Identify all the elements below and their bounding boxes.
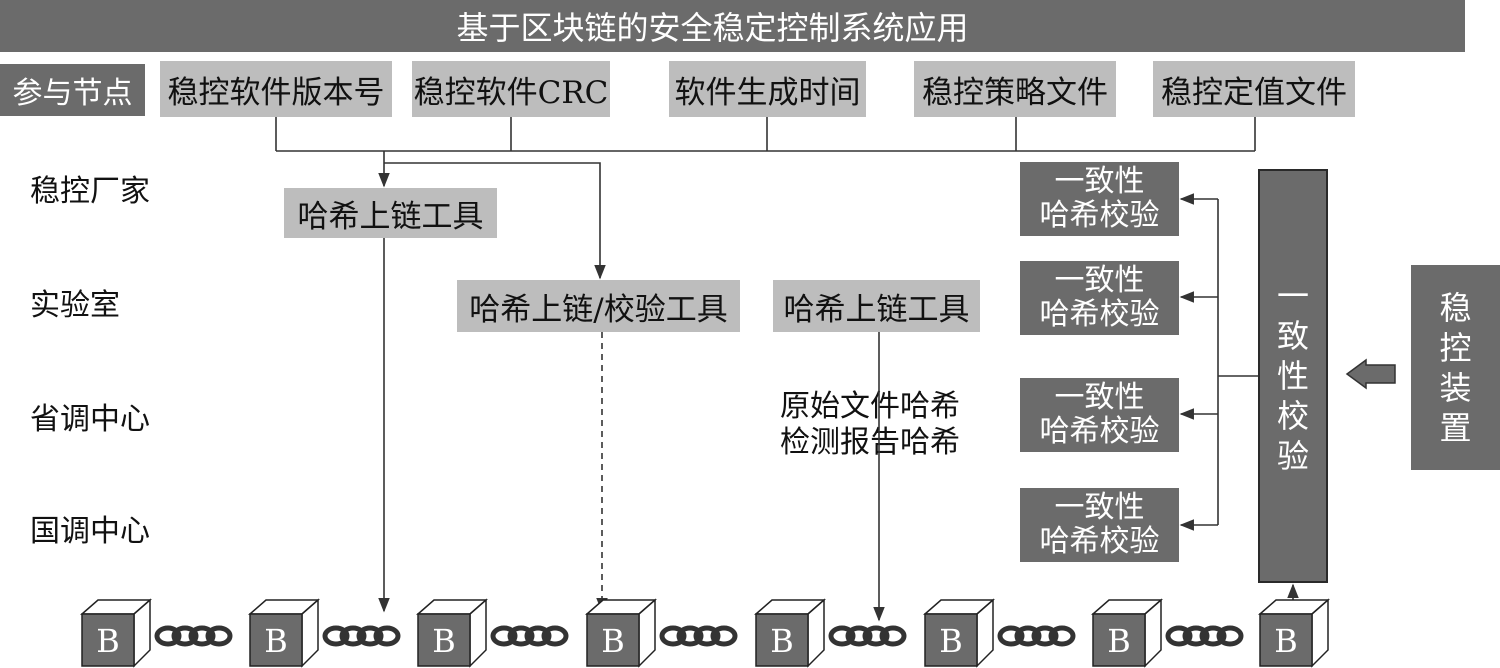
lab-hash-upload-verify-tool: 哈希上链/校验工具	[457, 280, 740, 332]
block-label: B	[96, 622, 120, 660]
column-char: 一	[1276, 277, 1309, 315]
chain-link-icon	[322, 625, 401, 647]
lab-hash-upload-tool: 哈希上链工具	[773, 280, 980, 332]
role-provincial: 省调中心	[30, 402, 150, 437]
consistency-box-line1: 一致性	[1054, 263, 1145, 298]
block-label: B	[432, 622, 456, 660]
consistency-box-line2: 哈希校验	[1039, 414, 1160, 449]
consistency-check-box-provincial: 一致性 哈希校验	[1020, 378, 1179, 452]
chain-link-icon	[997, 625, 1076, 647]
device-char: 置	[1439, 408, 1472, 447]
consistency-distribution	[1217, 199, 1258, 525]
block-label: B	[1107, 622, 1131, 660]
consistency-check-box-vendor: 一致性 哈希校验	[1020, 162, 1179, 236]
participants-label: 参与节点	[0, 64, 145, 116]
block-label: B	[939, 622, 963, 660]
block-icon: B	[585, 598, 657, 668]
consistency-box-line2: 哈希校验	[1039, 297, 1160, 332]
block-icon: B	[754, 598, 826, 668]
chain-link-icon	[490, 625, 569, 647]
consistency-box-line1: 一致性	[1054, 380, 1145, 415]
chain-link-icon	[828, 625, 907, 647]
header-crc: 稳控软件CRC	[412, 61, 610, 117]
block-label: B	[770, 622, 794, 660]
chain-link-icon	[659, 625, 738, 647]
column-char: 验	[1276, 437, 1309, 475]
role-vendor: 稳控厂家	[30, 174, 150, 209]
consistency-box-line1: 一致性	[1054, 490, 1145, 525]
page-title: 基于区块链的安全稳定控制系统应用	[0, 0, 1465, 52]
block-icon: B	[1258, 598, 1330, 668]
arrow-to-lab-tool	[384, 162, 606, 280]
header-strategy-file: 稳控策略文件	[914, 61, 1116, 117]
block-label: B	[264, 622, 288, 660]
block-icon: B	[416, 598, 488, 668]
column-char: 性	[1276, 357, 1309, 395]
column-char: 校	[1276, 397, 1309, 435]
role-national: 国调中心	[30, 514, 150, 549]
consistency-box-line2: 哈希校验	[1039, 198, 1160, 233]
device-char: 控	[1439, 328, 1472, 367]
chain-link-icon	[1165, 625, 1244, 647]
role-lab: 实验室	[30, 288, 120, 323]
device-char: 装	[1439, 368, 1472, 407]
device-to-column-arrow	[1345, 358, 1396, 390]
consistency-box-line2: 哈希校验	[1039, 524, 1160, 559]
consistency-check-column: 一 致 性 校 验	[1258, 169, 1328, 583]
block-label: B	[601, 622, 625, 660]
consistency-box-line1: 一致性	[1054, 164, 1145, 199]
header-bus	[275, 117, 1256, 152]
header-version: 稳控软件版本号	[160, 61, 392, 117]
vendor-hash-upload-tool: 哈希上链工具	[284, 188, 497, 238]
annotation-line-1: 原始文件哈希	[780, 389, 960, 424]
device-char: 稳	[1439, 288, 1472, 327]
block-label: B	[1274, 622, 1298, 660]
block-icon: B	[248, 598, 320, 668]
consistency-check-box-national: 一致性 哈希校验	[1020, 488, 1179, 562]
column-char: 致	[1276, 317, 1309, 355]
annotation-line-2: 检测报告哈希	[780, 425, 960, 460]
block-icon: B	[1091, 598, 1163, 668]
block-icon: B	[923, 598, 995, 668]
header-setting-file: 稳控定值文件	[1153, 61, 1355, 117]
chain-link-icon	[154, 625, 233, 647]
header-gen-time: 软件生成时间	[669, 61, 866, 117]
stability-control-device: 稳 控 装 置	[1411, 265, 1500, 470]
consistency-check-box-lab: 一致性 哈希校验	[1020, 261, 1179, 335]
block-icon: B	[80, 598, 152, 668]
